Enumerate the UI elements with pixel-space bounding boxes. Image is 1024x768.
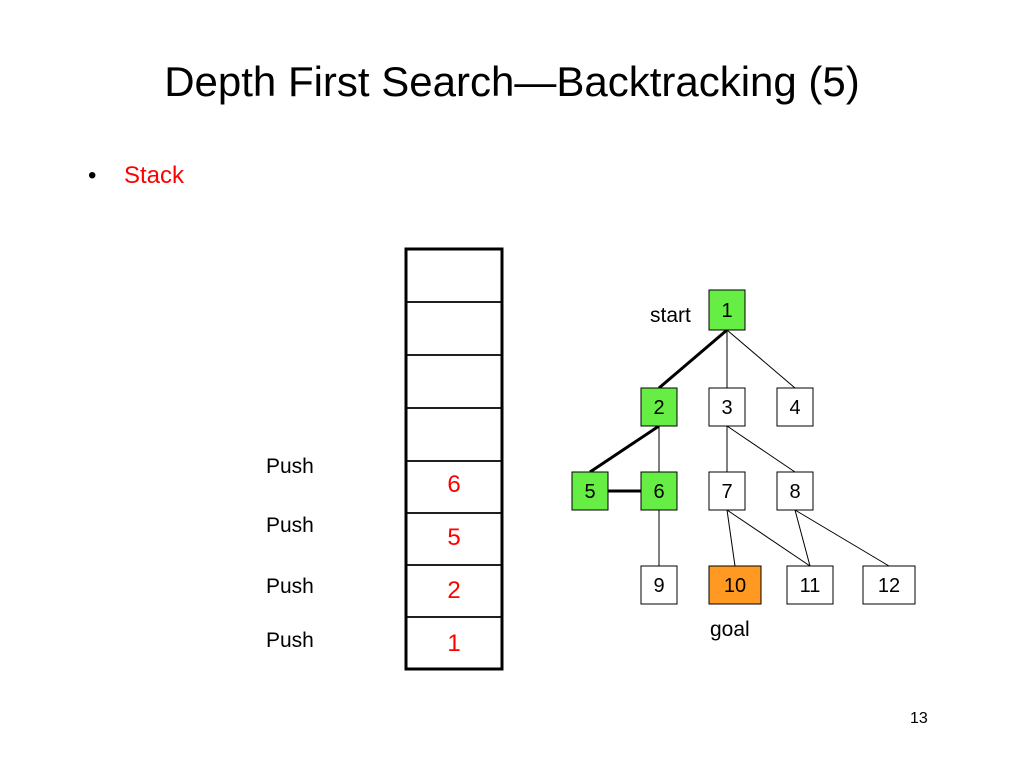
stack-slot-value: 2	[447, 577, 460, 604]
tree-node-box	[786, 565, 834, 605]
tree-node-6: 6	[640, 471, 678, 511]
tree-node-box	[708, 387, 746, 427]
stack-slot-value: 1	[447, 630, 460, 657]
tree-edge-2-5	[589, 424, 660, 474]
tree-node-12: 12	[862, 565, 916, 605]
goal-label: goal	[710, 618, 750, 641]
tree-node-box	[571, 471, 609, 511]
push-label: Push	[266, 575, 314, 598]
start-label: start	[650, 304, 691, 327]
tree-edge-7-10	[726, 509, 736, 567]
tree-node-label: 11	[800, 575, 821, 597]
bullet-dot-icon: •	[88, 162, 97, 189]
tree-edges	[589, 328, 890, 567]
slide-title: Depth First Search—Backtracking (5)	[164, 58, 860, 105]
tree-edge-1-2	[658, 328, 728, 390]
stack-slot-value: 6	[447, 471, 460, 498]
tree-node-7: 7	[708, 471, 746, 511]
tree-node-label: 3	[721, 397, 732, 419]
push-label: Push	[266, 629, 314, 652]
page-number: 13	[910, 710, 928, 727]
stack-slot-value: 5	[447, 524, 460, 551]
tree-node-11: 11	[786, 565, 834, 605]
tree-edge-8-12	[794, 509, 890, 567]
tree-node-label: 9	[653, 575, 664, 597]
stack: 6 5 2 1	[404, 247, 504, 671]
tree-edge-3-8	[726, 425, 796, 473]
tree-node-9: 9	[640, 565, 678, 605]
bullet-item: • Stack	[88, 162, 184, 190]
tree-node-label: 10	[724, 575, 746, 597]
tree-node-label: 12	[878, 575, 900, 597]
push-label: Push	[266, 455, 314, 478]
tree-edge-1-4	[726, 329, 796, 389]
tree-node-2: 2	[640, 387, 678, 427]
bullet-text: Stack	[124, 162, 185, 189]
tree-node-box	[640, 565, 678, 605]
tree-node-box	[640, 387, 678, 427]
tree-node-label: 1	[721, 300, 732, 322]
tree-node-box	[776, 387, 814, 427]
tree-node-box	[708, 565, 762, 605]
tree-node-1: 1	[708, 289, 746, 331]
tree-node-label: 7	[721, 481, 732, 503]
tree-node-box	[776, 471, 814, 511]
tree-node-5: 5	[571, 471, 609, 511]
tree-edge-7-11	[726, 509, 811, 567]
tree-node-3: 3	[708, 387, 746, 427]
tree-node-box	[708, 289, 746, 331]
tree-node-4: 4	[776, 387, 814, 427]
tree-node-8: 8	[776, 471, 814, 511]
push-label: Push	[266, 514, 314, 537]
tree-node-label: 4	[789, 397, 800, 419]
tree-node-box	[862, 565, 916, 605]
tree-node-box	[708, 471, 746, 511]
tree-edge-8-11	[794, 509, 811, 567]
stack-slot: 1	[405, 616, 503, 670]
tree-node-label: 6	[653, 481, 664, 503]
tree-node-10: 10	[708, 565, 762, 605]
tree-node-box	[640, 471, 678, 511]
tree-node-label: 2	[653, 397, 664, 419]
tree-node-label: 5	[584, 481, 595, 503]
stack-frame	[404, 247, 504, 671]
tree-node-label: 8	[789, 481, 800, 503]
